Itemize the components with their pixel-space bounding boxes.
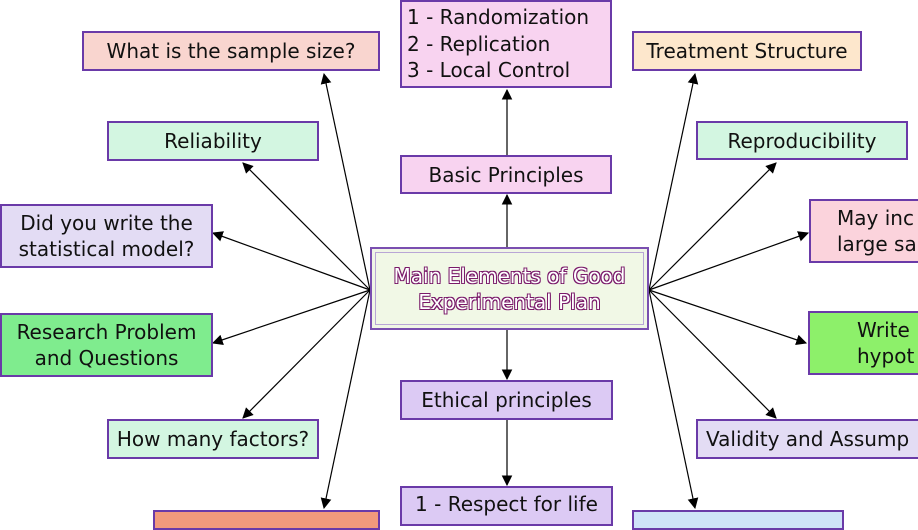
node-reliability-label: Reliability [164,129,262,153]
node-research-problem-label: Research Problem and Questions [16,320,197,370]
node-reliability[interactable]: Reliability [107,121,319,161]
node-principles-list[interactable]: 1 - Randomization 2 - Replication 3 - Lo… [400,0,612,88]
node-treatment-structure-label: Treatment Structure [646,39,848,63]
center-node-label: Main Elements of Good Experimental Plan [393,263,626,314]
arrow-to-may-include [648,231,810,291]
node-principles-list-label: 1 - Randomization 2 - Replication 3 - Lo… [407,5,590,83]
arrow-to-bottom-right [648,289,699,510]
node-bottom-right[interactable] [632,510,844,530]
node-reproducibility[interactable]: Reproducibility [696,121,908,160]
arrow-to-sample-size [320,72,371,291]
node-sample-size-label: What is the sample size? [106,39,356,63]
node-ethical-principles-label: Ethical principles [421,388,592,412]
node-reproducibility-label: Reproducibility [727,128,877,153]
node-statistical-model-label: Did you write the statistical model? [18,211,195,261]
node-basic-principles-label: Basic Principles [428,162,584,187]
arrow-to-how-many-factors [242,289,371,419]
node-how-many-factors[interactable]: How many factors? [107,419,319,459]
arrow-to-reliability [242,162,371,291]
node-treatment-structure[interactable]: Treatment Structure [632,31,862,71]
arrow-to-validity [648,289,777,419]
center-node[interactable]: Main Elements of Good Experimental Plan [370,247,649,330]
node-may-include[interactable]: May inc large sa [809,199,918,263]
node-validity-label: Validity and Assump [706,427,910,451]
node-sample-size[interactable]: What is the sample size? [82,31,380,71]
arrow-to-bottom-left [320,289,371,510]
connector-layer [211,72,810,510]
node-validity[interactable]: Validity and Assump [696,419,918,459]
node-may-include-label: May inc large sa [837,206,917,256]
node-research-problem[interactable]: Research Problem and Questions [0,313,213,377]
node-basic-principles[interactable]: Basic Principles [400,155,612,194]
node-write-hypothesis[interactable]: Write hypot [808,311,918,375]
arrow-to-research-problem [211,289,371,346]
node-respect-for-life-label: 1 - Respect for life [415,492,598,516]
arrow-to-reproducibility [648,162,777,291]
node-write-hypothesis-label: Write hypot [857,318,915,368]
arrow-to-treatment-structure [648,72,699,291]
node-ethical-principles[interactable]: Ethical principles [400,380,613,420]
node-how-many-factors-label: How many factors? [116,427,310,451]
arrow-to-statistical-model [211,231,371,291]
node-respect-for-life[interactable]: 1 - Respect for life [400,486,613,526]
node-bottom-left[interactable] [153,510,380,530]
node-statistical-model[interactable]: Did you write the statistical model? [0,204,213,268]
arrow-to-write-hypothesis [648,289,808,346]
